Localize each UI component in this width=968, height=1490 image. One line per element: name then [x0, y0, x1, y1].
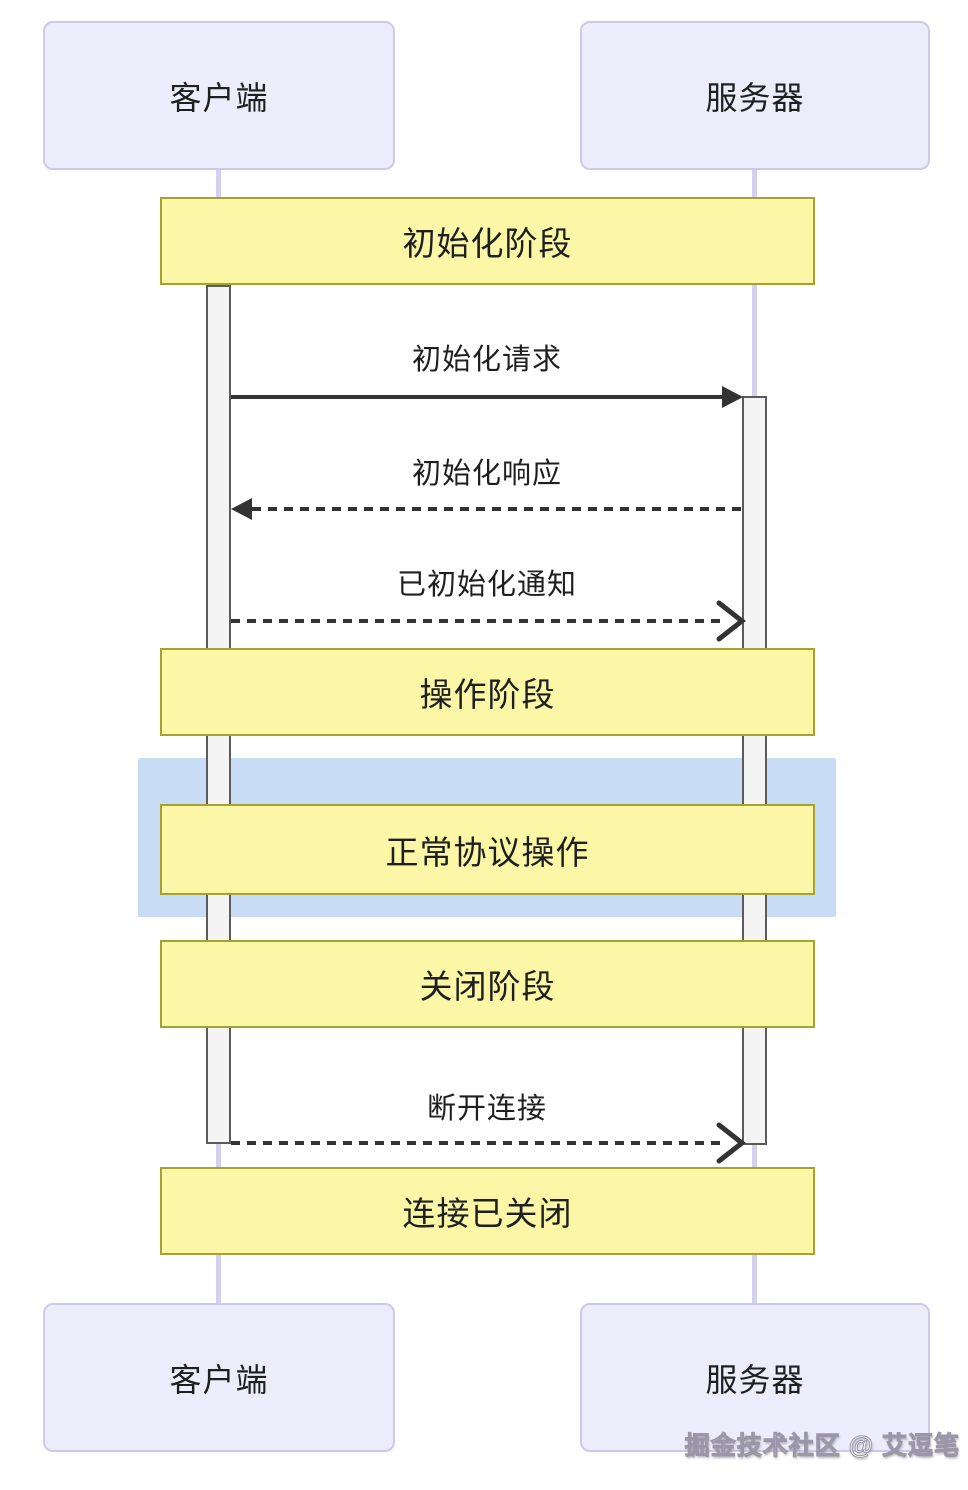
phase-banner-normal-protocol: 正常协议操作: [160, 804, 815, 895]
phase-banner-operation: 操作阶段: [160, 648, 815, 736]
message-label-disconnect: 断开连接: [426, 1093, 547, 1125]
phase-label: 初始化阶段: [402, 225, 573, 262]
server-activation-bar: [742, 396, 767, 1145]
phase-label: 关闭阶段: [419, 968, 556, 1005]
message-label-init-request: 初始化请求: [411, 344, 562, 376]
message-line-init-response: [252, 507, 742, 511]
arrowhead-right-icon: [722, 386, 743, 408]
actor-label: 客户端: [169, 1361, 269, 1398]
actor-label: 服务器: [705, 1361, 805, 1398]
message-line-initialized-notify: [231, 619, 723, 623]
arrowhead-chevron-icon: [716, 599, 747, 643]
message-label-initialized-notify: 已初始化通知: [396, 569, 577, 601]
message-line-disconnect: [231, 1141, 723, 1145]
arrowhead-chevron-icon: [716, 1121, 747, 1165]
arrowhead-left-icon: [231, 498, 252, 520]
message-label-init-response: 初始化响应: [411, 458, 562, 490]
actor-client-top: 客户端: [43, 21, 395, 170]
phase-banner-initialization: 初始化阶段: [160, 197, 815, 285]
phase-label: 正常协议操作: [385, 833, 590, 871]
phase-banner-connection-closed: 连接已关闭: [160, 1167, 815, 1255]
actor-label: 客户端: [169, 79, 269, 116]
actor-server-bottom: 服务器: [580, 1303, 930, 1452]
message-line-init-request: [231, 395, 724, 399]
phase-label: 操作阶段: [419, 676, 556, 713]
actor-label: 服务器: [705, 79, 805, 116]
watermark: 掘金技术社区 @ 艾逗笔: [684, 1432, 960, 1461]
actor-server-top: 服务器: [580, 21, 930, 170]
actor-client-bottom: 客户端: [43, 1303, 395, 1452]
phase-banner-shutdown: 关闭阶段: [160, 940, 815, 1028]
phase-label: 连接已关闭: [402, 1195, 573, 1232]
